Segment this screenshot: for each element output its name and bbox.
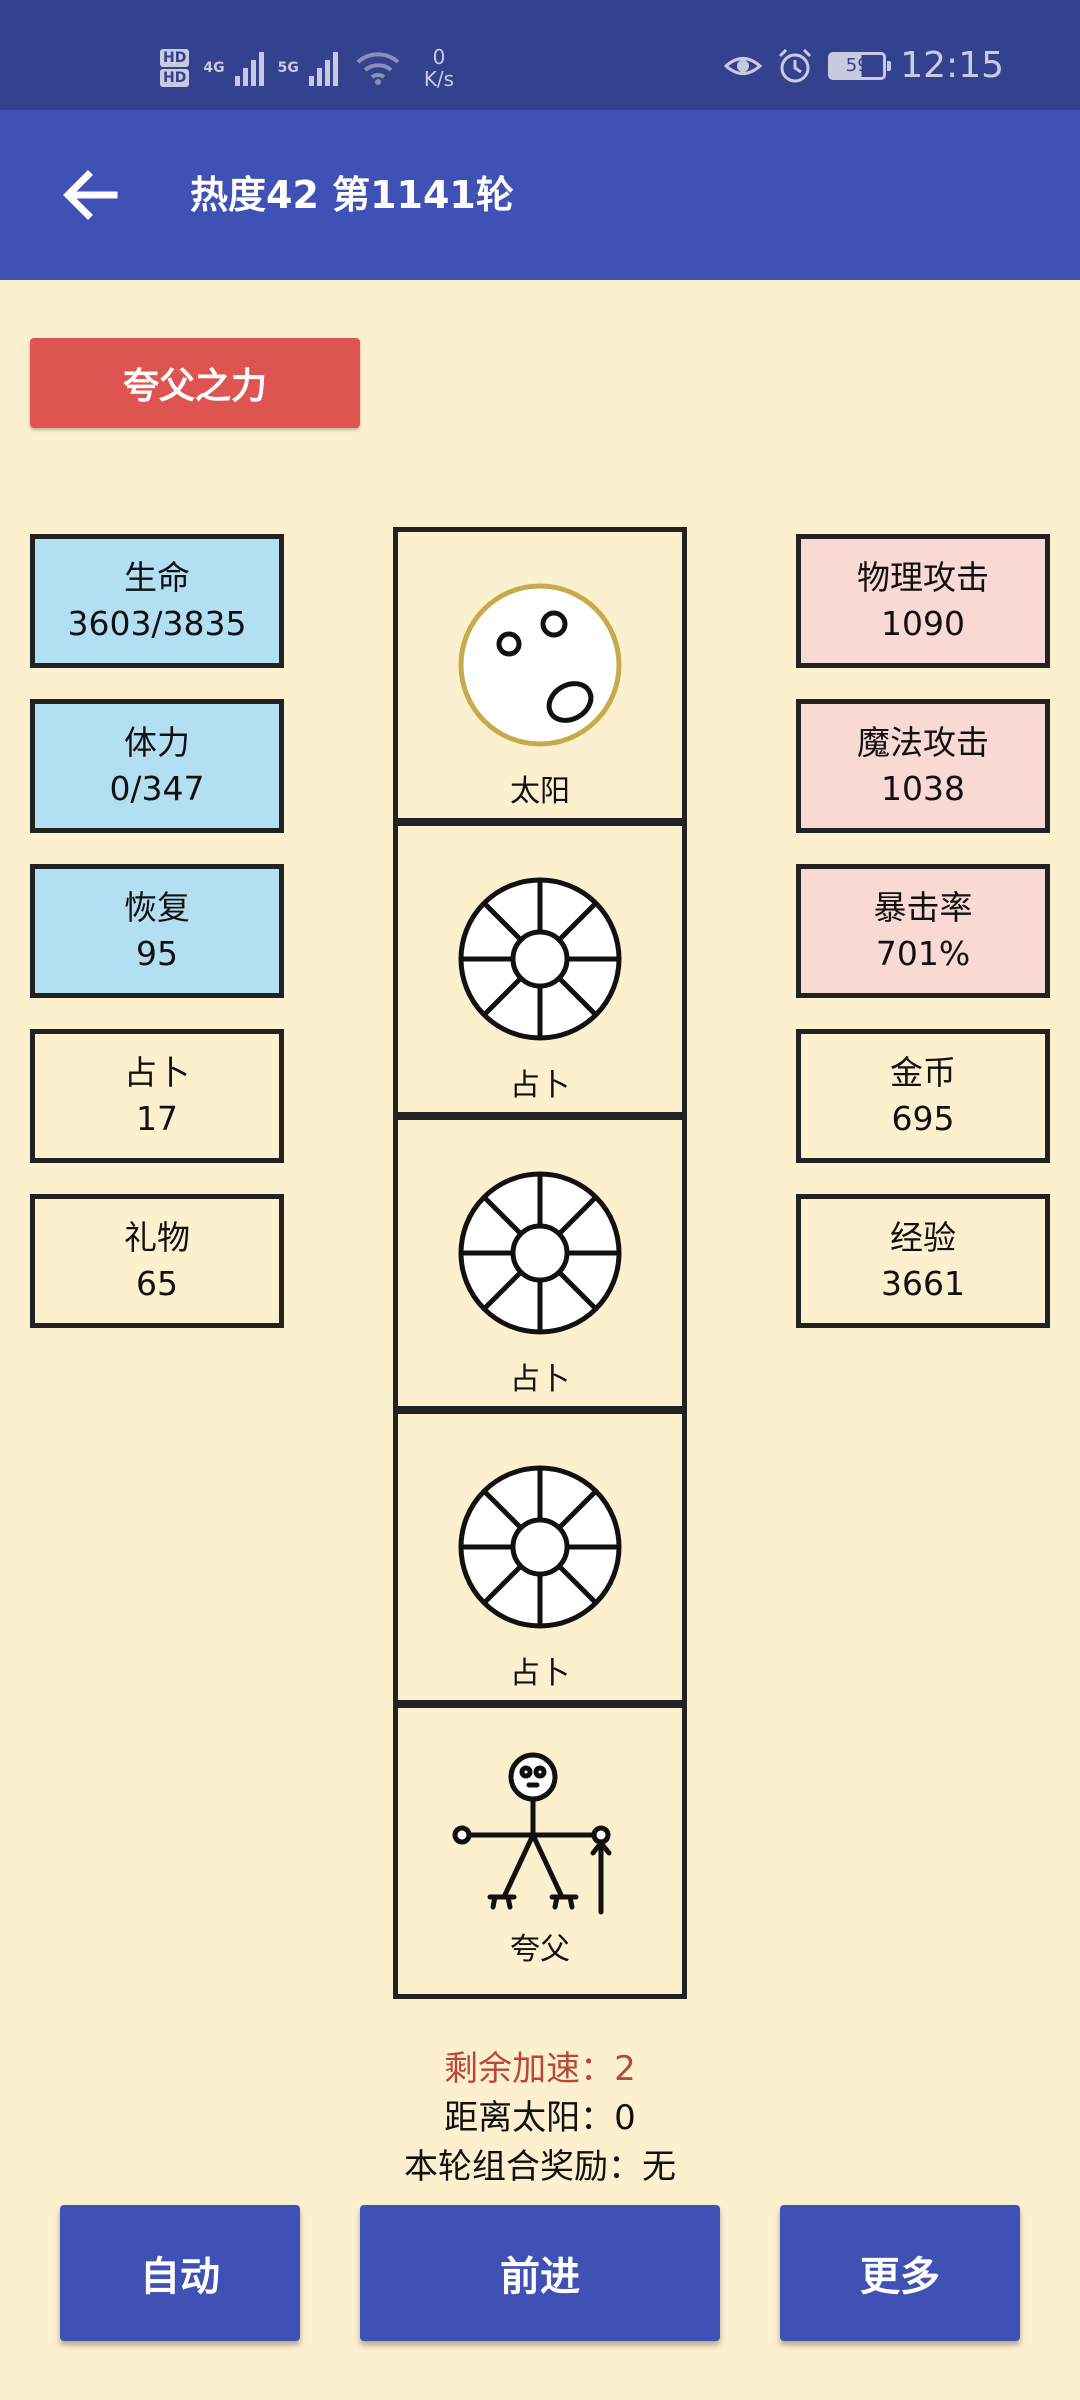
stat-value: 17 (136, 1099, 178, 1138)
stat-label: 礼物 (124, 1218, 190, 1257)
column-cell-divination[interactable]: 占卜 (393, 1409, 687, 1705)
wifi-icon (356, 52, 400, 85)
stat-magic-attack: 魔法攻击 1038 (796, 699, 1050, 833)
stat-value: 65 (136, 1264, 178, 1303)
stat-experience: 经验 3661 (796, 1194, 1050, 1328)
stat-label: 体力 (124, 723, 190, 762)
network-type-2: 5G (277, 60, 299, 76)
stat-value: 0/347 (109, 769, 205, 808)
wheel-icon (458, 1171, 622, 1335)
stat-crit-rate: 暴击率 701% (796, 864, 1050, 998)
distance-to-sun: 距离太阳：0 (444, 2098, 636, 2138)
remaining-boost: 剩余加速：2 (444, 2049, 636, 2089)
cell-label: 夸父 (510, 1932, 570, 1967)
stat-value: 3661 (881, 1264, 965, 1303)
stat-value: 701% (875, 934, 971, 973)
stat-stamina: 体力 0/347 (30, 699, 284, 833)
column-cell-kuafu[interactable]: 夸父 (393, 1703, 687, 1999)
stat-recovery: 恢复 95 (30, 864, 284, 998)
hd-badge-2: HD (160, 69, 190, 87)
stat-gift: 礼物 65 (30, 1194, 284, 1328)
more-button[interactable]: 更多 (780, 2205, 1020, 2341)
sun-icon (458, 583, 622, 747)
back-button[interactable] (55, 160, 125, 230)
stat-divination: 占卜 17 (30, 1029, 284, 1163)
signal-icon (308, 50, 338, 86)
hd-indicators: HD HD (160, 49, 190, 87)
stat-value: 695 (891, 1099, 955, 1138)
stat-gold: 金币 695 (796, 1029, 1050, 1163)
stat-label: 金币 (890, 1053, 956, 1092)
eye-icon (724, 56, 763, 75)
status-left: HD HD 4G 5G 0 K/s (160, 38, 454, 98)
cell-label: 占卜 (510, 1362, 570, 1397)
network-type-1: 4G (203, 60, 225, 76)
stat-physical-attack: 物理攻击 1090 (796, 534, 1050, 668)
stat-value: 1090 (881, 604, 965, 643)
cell-label: 占卜 (510, 1068, 570, 1103)
kuafu-power-button[interactable]: 夸父之力 (30, 338, 360, 428)
battery-icon: 59 (828, 51, 892, 80)
alarm-icon (779, 48, 812, 82)
signal-icon (234, 50, 264, 86)
stat-value: 1038 (881, 769, 965, 808)
status-right: 59 12:15 (724, 45, 1004, 86)
speed-value: 0 (432, 45, 446, 69)
stat-label: 物理攻击 (857, 558, 989, 597)
stat-label: 暴击率 (873, 888, 973, 927)
wheel-icon (458, 877, 622, 1041)
stat-label: 占卜 (124, 1053, 190, 1092)
column-cell-divination[interactable]: 占卜 (393, 821, 687, 1117)
clock: 12:15 (900, 45, 1004, 86)
stat-value: 95 (136, 934, 178, 973)
cell-label: 太阳 (510, 774, 570, 809)
status-bar: HD HD 4G 5G 0 K/s 59 12:15 (0, 0, 1080, 110)
stat-label: 恢复 (124, 888, 190, 927)
stat-label: 魔法攻击 (857, 723, 989, 762)
stat-label: 经验 (890, 1218, 956, 1257)
auto-button[interactable]: 自动 (60, 2205, 300, 2341)
network-speed: 0 K/s (424, 46, 454, 90)
column-cell-divination[interactable]: 占卜 (393, 1115, 687, 1411)
column-cell-sun[interactable]: 太阳 (393, 527, 687, 823)
app-bar: 热度42 第1141轮 (0, 110, 1080, 280)
speed-unit: K/s (423, 67, 455, 91)
arrow-left-icon (63, 170, 118, 220)
stat-label: 生命 (124, 558, 190, 597)
round-combo-reward: 本轮组合奖励：无 (404, 2147, 676, 2187)
hd-badge-1: HD (160, 49, 190, 67)
wheel-icon (458, 1465, 622, 1629)
cell-label: 占卜 (510, 1656, 570, 1691)
forward-button[interactable]: 前进 (360, 2205, 720, 2341)
stat-value: 3603/3835 (67, 604, 247, 643)
page-title: 热度42 第1141轮 (190, 173, 514, 217)
stick-figure-icon (452, 1752, 612, 1915)
stat-health: 生命 3603/3835 (30, 534, 284, 668)
